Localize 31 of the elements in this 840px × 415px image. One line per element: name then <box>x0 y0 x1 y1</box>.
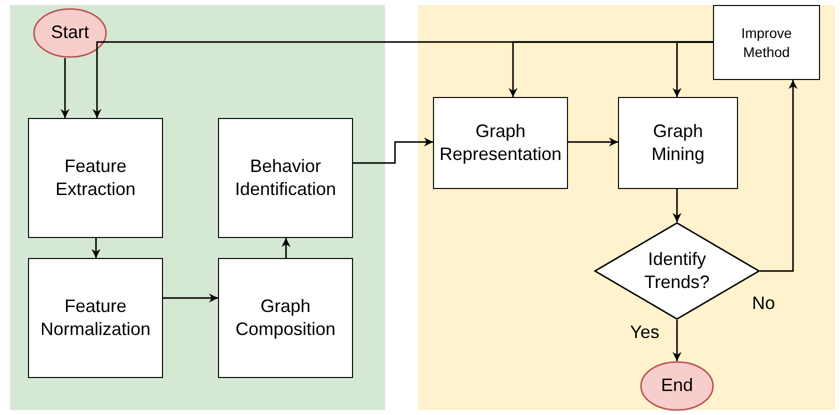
node-label: Graph Mining <box>650 120 706 166</box>
node-label: Improve Method <box>740 24 793 61</box>
node-label: Feature Extraction <box>54 154 137 201</box>
panel-background <box>418 5 835 410</box>
process-box <box>218 258 353 378</box>
process-box <box>713 5 820 80</box>
arrow <box>568 138 618 146</box>
arrow <box>282 238 290 258</box>
arrow <box>672 41 713 97</box>
node-label: End <box>660 374 694 398</box>
node-label: Behavior Identification <box>234 154 338 201</box>
node-label: Start <box>50 21 89 44</box>
arrow <box>672 320 682 361</box>
arrow <box>672 189 682 222</box>
arrow <box>760 80 798 272</box>
node-label: Graph Representation <box>438 120 563 166</box>
arrow <box>353 138 433 164</box>
node-label: Feature Normalization <box>39 294 152 341</box>
arrow <box>60 58 70 118</box>
panel-background <box>10 5 385 410</box>
process-box <box>28 118 163 238</box>
arrow <box>92 238 100 258</box>
arrow <box>163 294 218 302</box>
process-box <box>433 97 568 189</box>
process-box <box>618 97 738 189</box>
process-box <box>28 258 163 378</box>
node-label: Graph Composition <box>234 294 337 341</box>
process-box <box>218 118 353 238</box>
node-label: Identify Trends? <box>643 248 711 294</box>
terminal-ellipse <box>33 8 107 58</box>
terminal-ellipse <box>640 361 714 411</box>
